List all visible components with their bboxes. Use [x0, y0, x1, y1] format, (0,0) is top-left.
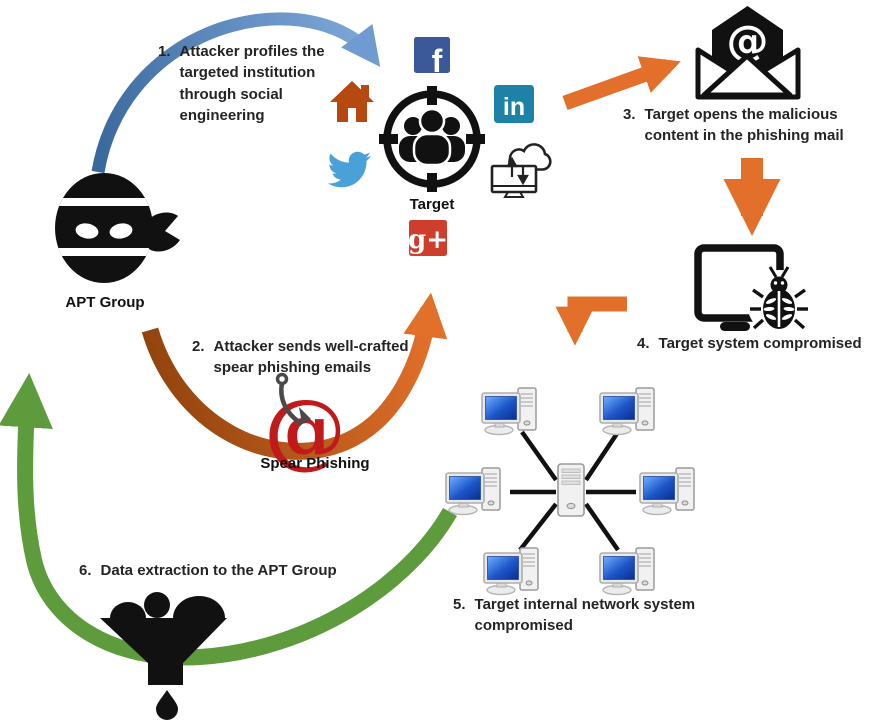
- target-people-silhouette: [399, 107, 465, 167]
- step-1-text: 1. Attacker profiles the targeted instit…: [158, 43, 325, 124]
- arrow-step1-profiling: [91, 12, 381, 174]
- linkedin-icon: in: [494, 85, 534, 123]
- cloud-computing-icon: [490, 143, 552, 198]
- home-icon: [330, 81, 374, 122]
- facebook-icon: f: [414, 37, 450, 79]
- step-4-text: 4. Target system compromised: [637, 335, 862, 352]
- step-6-text: 6. Data extraction to the APT Group: [79, 562, 337, 579]
- fishing-hook-icon: [275, 372, 311, 426]
- svg-text:in: in: [503, 93, 525, 121]
- network-pc-icon: [481, 387, 537, 436]
- arrow-step3-to-mail: [562, 56, 681, 111]
- twitter-icon: [327, 151, 371, 188]
- arrow-step6-exfiltration: [0, 372, 457, 666]
- label-apt-group: APT Group: [65, 294, 145, 311]
- internal-network-diagram: [445, 387, 695, 596]
- svg-text:g+: g+: [408, 225, 448, 255]
- apt-group-ninja-icon: [55, 173, 180, 283]
- svg-text:@: @: [264, 382, 346, 478]
- target-crosshair-icon: [379, 86, 485, 192]
- network-server-icon: [557, 463, 585, 517]
- spear-phishing-icon: @: [264, 372, 346, 478]
- bug-icon: [750, 266, 808, 330]
- phishing-mail-icon: @: [695, 6, 801, 100]
- google-plus-icon: g+: [408, 220, 448, 256]
- label-spear-phishing: Spear Phishing: [260, 455, 370, 472]
- network-pc-icon: [639, 467, 695, 516]
- label-target: Target: [409, 196, 455, 213]
- network-pc-icon: [599, 387, 655, 436]
- step-5-text: 5. Target internal network system compro…: [453, 596, 696, 635]
- arrow-step2-spear-phishing: [141, 292, 448, 460]
- network-pc-icon: [599, 547, 655, 596]
- network-pc-icon: [483, 547, 539, 596]
- network-pc-icon: [445, 467, 501, 516]
- data-extraction-funnel-icon: [100, 592, 227, 720]
- step-3-text: 3. Target opens the malicious content in…: [623, 106, 844, 145]
- compromised-system-icon: [694, 244, 813, 336]
- svg-text:f: f: [432, 43, 443, 79]
- arrow-step5-elbow: [555, 296, 627, 346]
- step-2-text: 2. Attacker sends well-crafted spear phi…: [192, 338, 409, 377]
